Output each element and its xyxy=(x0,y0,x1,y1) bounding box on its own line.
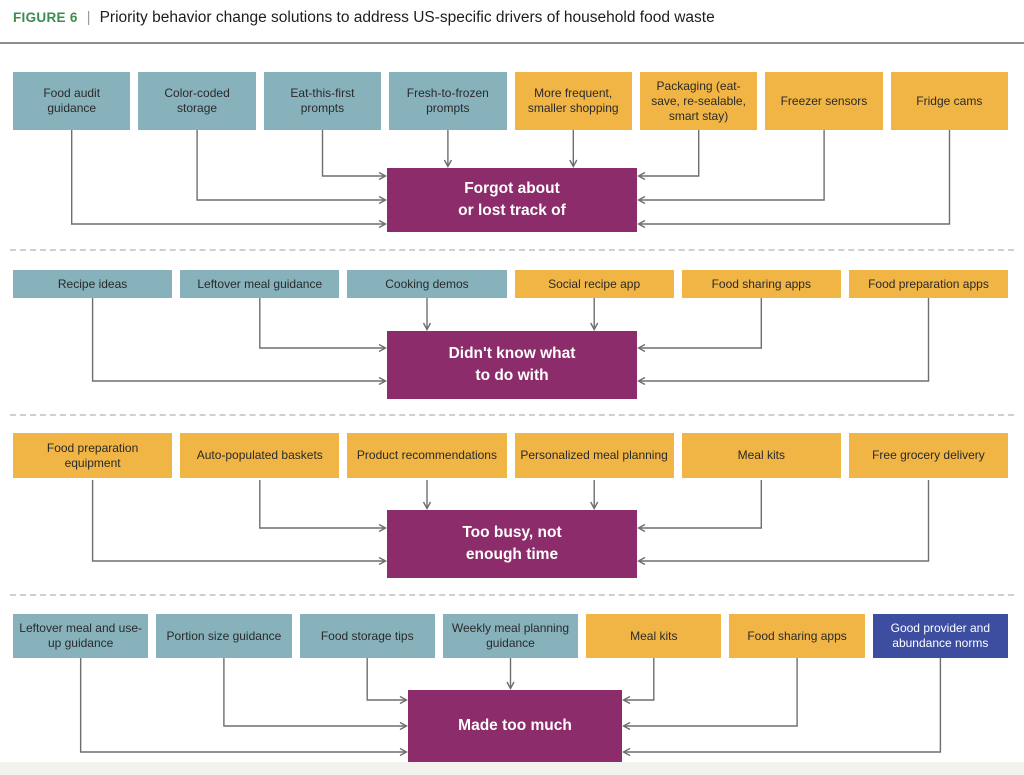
section-separator xyxy=(10,249,1014,251)
solution-label: More frequent, smaller shopping xyxy=(527,86,619,115)
solution-box: Leftover meal guidance xyxy=(180,270,340,298)
solution-label: Auto-populated baskets xyxy=(196,448,323,462)
driver-forgot-about: Forgot about or lost track of xyxy=(387,168,637,232)
solution-label: Cooking demos xyxy=(385,276,469,291)
solution-label: Meal kits xyxy=(737,448,785,462)
solution-box: Food storage tips xyxy=(299,614,435,658)
driver-too-busy: Too busy, not enough time xyxy=(387,510,637,578)
solution-box: Recipe ideas xyxy=(13,270,173,298)
section-separator xyxy=(10,414,1014,416)
solution-box: Leftover meal and use-up guidance xyxy=(13,614,149,658)
solution-label: Portion size guidance xyxy=(166,628,282,643)
solution-label: Free grocery delivery xyxy=(872,448,985,462)
driver-line: enough time xyxy=(465,546,559,563)
driver-didnt-know: Didn't know what to do with xyxy=(387,331,637,399)
solution-box: Weekly meal planning guidance xyxy=(442,614,579,658)
solution-label: Fridge cams xyxy=(916,93,983,108)
solution-box: Packaging (eat-save, re-sealable, smart … xyxy=(639,72,758,130)
solution-label: Food sharing apps xyxy=(711,276,811,291)
solution-label: Freezer sensors xyxy=(780,93,868,108)
solution-label: Fresh-to-frozen prompts xyxy=(406,86,489,115)
driver-line: to do with xyxy=(475,367,549,384)
solutions-row-1: Food audit guidance Color-coded storage … xyxy=(13,72,1008,130)
solution-label: Color-coded storage xyxy=(164,86,230,115)
solution-box: Freezer sensors xyxy=(765,72,883,130)
solution-label: Product recommendations xyxy=(356,448,497,462)
solution-label: Leftover meal and use-up guidance xyxy=(19,621,143,650)
solution-label: Food preparation equipment xyxy=(46,440,139,470)
solution-label: Leftover meal guidance xyxy=(197,276,323,291)
solution-box: Food preparation apps xyxy=(848,270,1009,298)
page-bottom-band xyxy=(0,762,1024,775)
solutions-row-3: Food preparation equipment Auto-populate… xyxy=(13,433,1009,478)
driver-made-too-much: Made too much xyxy=(408,690,622,762)
solution-label: Personalized meal planning xyxy=(520,448,668,462)
solution-box: Meal kits xyxy=(586,614,722,658)
solution-box: Cooking demos xyxy=(347,270,507,298)
solution-box: Food audit guidance xyxy=(13,72,131,130)
figure-header: FIGURE 6 | Priority behavior change solu… xyxy=(13,9,715,27)
solution-box: More frequent, smaller shopping xyxy=(514,72,632,130)
section-separator xyxy=(10,594,1014,596)
solution-box: Eat-this-first prompts xyxy=(263,72,382,130)
driver-line: Forgot about xyxy=(464,180,560,198)
solution-label: Food preparation apps xyxy=(868,276,989,291)
solution-box: Food sharing apps xyxy=(681,270,841,298)
solutions-row-4: Leftover meal and use-up guidance Portio… xyxy=(13,614,1008,658)
solution-label: Eat-this-first prompts xyxy=(290,86,355,115)
driver-line: Didn't know what xyxy=(448,345,576,363)
driver-line: or lost track of xyxy=(458,202,566,219)
figure-title: Priority behavior change solutions to ad… xyxy=(99,9,715,26)
figure-separator: | xyxy=(86,9,91,26)
solution-label: Social recipe app xyxy=(548,276,641,291)
solution-box: Free grocery delivery xyxy=(848,433,1009,478)
solution-box: Color-coded storage xyxy=(138,72,256,130)
figure-label: FIGURE 6 xyxy=(13,10,78,25)
solution-box: Personalized meal planning xyxy=(514,433,674,478)
solution-box: Fresh-to-frozen prompts xyxy=(389,72,507,130)
solution-label: Food storage tips xyxy=(320,628,414,643)
solution-label: Food audit guidance xyxy=(43,86,101,115)
solution-box: Food sharing apps xyxy=(729,614,865,658)
solution-label: Packaging (eat-save, re-sealable, smart … xyxy=(651,78,746,123)
solution-box: Auto-populated baskets xyxy=(180,433,340,478)
solution-box: Social recipe app xyxy=(514,270,674,298)
solution-box: Product recommendations xyxy=(347,433,507,478)
solution-box: Portion size guidance xyxy=(156,614,292,658)
solution-box: Meal kits xyxy=(681,433,841,478)
solution-label: Good provider and abundance norms xyxy=(890,621,991,650)
solution-label: Weekly meal planning guidance xyxy=(451,621,570,650)
header-divider xyxy=(0,42,1024,44)
solution-label: Recipe ideas xyxy=(57,276,128,291)
solution-box: Food preparation equipment xyxy=(13,433,173,478)
driver-line: Made too much xyxy=(458,717,572,735)
solution-label: Food sharing apps xyxy=(747,628,847,643)
solution-box: Fridge cams xyxy=(890,72,1008,130)
driver-line: Too busy, not xyxy=(462,524,562,542)
solution-label: Meal kits xyxy=(630,628,678,643)
solution-box: Good provider and abundance norms xyxy=(872,614,1008,658)
solutions-row-2: Recipe ideas Leftover meal guidance Cook… xyxy=(13,270,1009,298)
